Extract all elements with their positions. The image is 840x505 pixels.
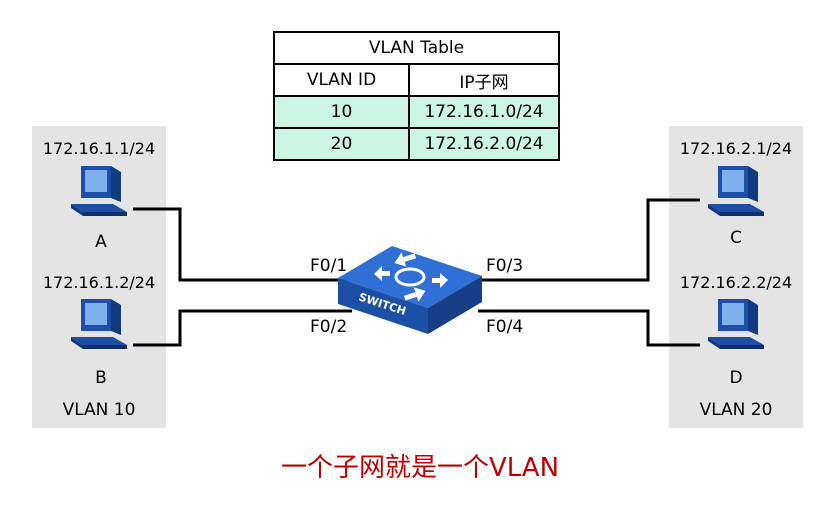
host-c-label: C [730, 228, 742, 248]
vlan-table-title: VLAN Table [273, 31, 560, 65]
host-b-label: B [95, 368, 107, 388]
port-f02-label: F0/2 [310, 317, 348, 337]
computer-icon [71, 299, 127, 349]
computer-icon [708, 166, 764, 216]
link-a-f01 [133, 207, 352, 282]
port-f03-label: F0/3 [486, 256, 524, 276]
subnet-cell: 172.16.1.0/24 [408, 95, 560, 129]
subnet-cell: 172.16.2.0/24 [408, 127, 560, 161]
table-row: 20 172.16.2.0/24 [273, 127, 560, 161]
switch-icon: SWITCH [338, 246, 482, 334]
port-f04-label: F0/4 [486, 317, 524, 337]
host-b-ip: 172.16.1.2/24 [42, 273, 156, 292]
host-d-label: D [729, 368, 743, 388]
port-f01-label: F0/1 [310, 256, 348, 276]
vlan10-label: VLAN 10 [62, 400, 136, 420]
link-c-f03 [478, 198, 700, 282]
host-d-ip: 172.16.2.2/24 [679, 273, 793, 292]
vlan-table-header-subnet: IP子网 [408, 63, 560, 97]
vlan-id-cell: 10 [273, 95, 410, 129]
computer-icon [71, 166, 127, 216]
vlan-table: VLAN Table VLAN ID IP子网 10 172.16.1.0/24… [273, 31, 560, 161]
host-a-label: A [95, 232, 107, 252]
vlan-id-cell: 20 [273, 127, 410, 161]
vlan20-label: VLAN 20 [699, 400, 773, 420]
host-c-ip: 172.16.2.1/24 [679, 139, 793, 158]
vlan-table-header-id: VLAN ID [273, 63, 410, 97]
link-b-f02 [133, 309, 352, 347]
link-d-f04 [478, 309, 700, 347]
table-row: 10 172.16.1.0/24 [273, 95, 560, 129]
caption: 一个子网就是一个VLAN [280, 453, 560, 483]
host-a-ip: 172.16.1.1/24 [42, 139, 156, 158]
computer-icon [708, 299, 764, 349]
